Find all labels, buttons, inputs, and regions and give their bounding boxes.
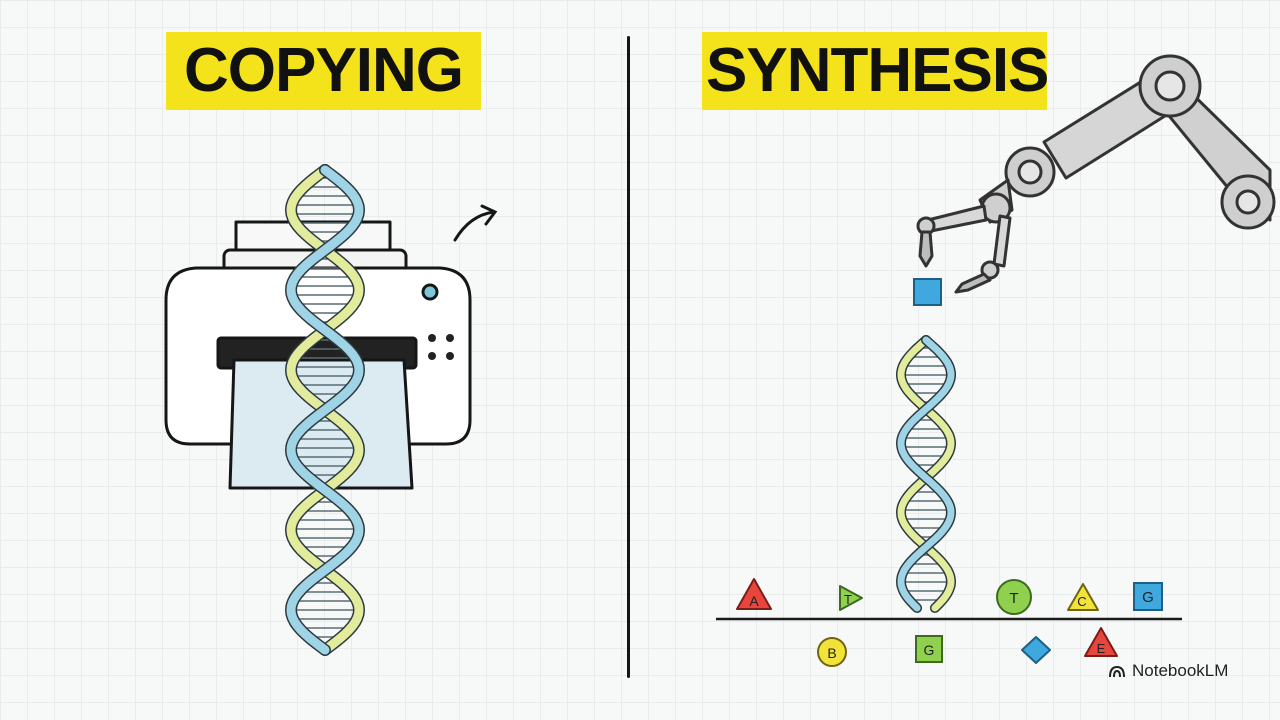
nucleotide-block-c: C <box>1067 583 1099 611</box>
block-label: T <box>1009 590 1018 607</box>
panel-divider <box>627 36 630 678</box>
nucleotide-block-b: B <box>817 637 847 667</box>
block-label: C <box>1077 594 1086 609</box>
block-label: E <box>1097 641 1106 656</box>
robot-arm-icon <box>916 54 1276 294</box>
nucleotide-block-a: A <box>736 578 772 610</box>
helix-strand-yellow <box>897 336 955 612</box>
nucleotide-block-g: G <box>915 635 943 663</box>
nucleotide-block-diamond <box>1021 636 1051 664</box>
brand-label: NotebookLM <box>1132 661 1229 680</box>
dna-helix-icon <box>895 335 957 613</box>
dna-helix-icon <box>284 164 366 656</box>
block-label: B <box>827 645 836 661</box>
helix-strand-blue <box>286 165 364 655</box>
copying-title: COPYING <box>166 32 481 110</box>
notebooklm-watermark: NotebookLM <box>1108 660 1228 682</box>
block-label: G <box>924 642 935 658</box>
synthesis-title: SYNTHESIS <box>702 32 1049 110</box>
arrow-icon <box>453 204 498 242</box>
nucleotide-block-t: T <box>996 579 1032 615</box>
block-label: T <box>844 592 852 607</box>
helix-strand-blue <box>897 336 955 612</box>
block-label: G <box>1142 589 1154 606</box>
nucleotide-block-e: E <box>1084 627 1118 657</box>
notebooklm-logo-icon <box>1109 665 1125 678</box>
nucleotide-block-t: T <box>839 585 863 611</box>
block-label: A <box>749 593 759 609</box>
dna-block-icon <box>913 278 942 306</box>
nucleotide-block-g: G <box>1133 582 1163 611</box>
